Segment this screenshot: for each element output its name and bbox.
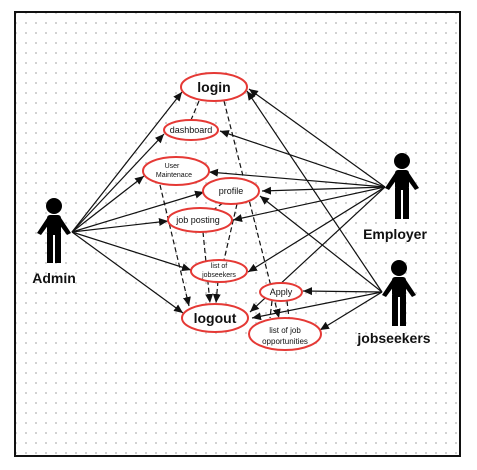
admin-head-icon <box>46 198 62 214</box>
use-case-apply-label: Apply <box>270 287 293 297</box>
admin-to-logout <box>71 231 184 314</box>
profile-list-jobseekers-link <box>223 203 238 261</box>
admin-body-icon <box>47 215 61 235</box>
use-case-logout-label: logout <box>194 310 237 326</box>
employer-to-profile <box>261 186 386 195</box>
jobseekers-to-apply <box>302 287 383 296</box>
use-case-job-posting[interactable]: job posting <box>167 207 233 233</box>
actor-jobseekers-label: jobseekers <box>356 330 430 346</box>
jobseekers-arms-icon <box>382 280 416 297</box>
admin-to-job-posting <box>71 218 169 233</box>
use-case-dashboard-label: dashboard <box>170 125 213 135</box>
employer-body-icon <box>395 170 409 190</box>
actor-admin-label: Admin <box>32 270 76 286</box>
employer-leg-right-icon <box>403 188 409 219</box>
login-dashboard-link <box>190 100 200 121</box>
apply-list-opportunities-link-1 <box>269 300 273 319</box>
use-case-list-opportunities-label-line1: list of job <box>269 326 301 335</box>
actor-jobseekers[interactable]: jobseekers <box>356 260 431 346</box>
use-case-dashboard[interactable]: dashboard <box>163 119 219 141</box>
employer-head-icon <box>394 153 410 169</box>
employer-leg-left-icon <box>395 188 401 219</box>
use-case-list-jobseekers-label-line2: jobseekers <box>201 272 236 279</box>
use-case-list-jobseekers[interactable]: list of jobseekers <box>190 259 248 283</box>
use-case-list-jobseekers-label-line1: list of <box>211 263 227 270</box>
admin-leg-right-icon <box>55 233 61 263</box>
actor-employer[interactable]: Employer <box>363 153 427 242</box>
use-case-job-posting-label: job posting <box>175 215 220 225</box>
use-case-user-maintenance-label-line2: Maintenace <box>156 172 192 179</box>
jobseekers-to-profile <box>259 195 383 293</box>
list-jobseekers-logout-link <box>212 280 221 304</box>
admin-associations <box>71 91 205 314</box>
admin-to-dashboard <box>71 133 165 233</box>
use-case-logout[interactable]: logout <box>181 303 249 333</box>
use-case-apply[interactable]: Apply <box>259 282 303 302</box>
use-case-login-label: login <box>197 79 230 95</box>
jobseekers-to-login <box>246 90 383 293</box>
employer-to-list-jobseekers <box>247 186 386 273</box>
employer-to-dashboard <box>219 130 386 188</box>
use-case-list-opportunities-label-line2: opportunities <box>262 337 308 346</box>
user-maintenance-logout-link <box>159 184 191 307</box>
use-case-profile[interactable]: profile <box>202 177 260 205</box>
use-case-login[interactable]: login <box>180 72 248 102</box>
admin-to-login <box>71 91 183 233</box>
use-case-list-opportunities[interactable]: list of job opportunities <box>248 317 322 351</box>
use-case-user-maintenance-label-line1: User <box>165 163 180 170</box>
admin-arms-icon <box>37 218 71 235</box>
admin-to-profile <box>71 190 205 233</box>
employer-to-job-posting <box>232 186 386 222</box>
employer-arms-icon <box>385 173 419 190</box>
jobseekers-leg-left-icon <box>392 295 398 326</box>
admin-leg-left-icon <box>47 233 53 263</box>
jobseekers-body-icon <box>392 277 406 297</box>
jobseekers-to-list-opportunities <box>319 291 383 331</box>
employer-to-login <box>248 88 386 188</box>
actor-employer-label: Employer <box>363 226 427 242</box>
use-case-user-maintenance[interactable]: User Maintenace <box>142 156 210 186</box>
use-cases: login dashboard User Maintenace profile … <box>142 72 322 351</box>
login-list-opportunities-link <box>223 100 281 319</box>
use-case-profile-label: profile <box>219 186 244 196</box>
actor-admin[interactable]: Admin <box>32 198 76 286</box>
admin-to-user-maintenance <box>71 175 145 233</box>
jobseekers-head-icon <box>391 260 407 276</box>
apply-list-opportunities-link-2 <box>286 300 290 319</box>
employer-to-user-maintenance <box>208 168 386 188</box>
jobseekers-leg-right-icon <box>400 295 406 326</box>
admin-to-list-jobseekers <box>71 231 192 272</box>
